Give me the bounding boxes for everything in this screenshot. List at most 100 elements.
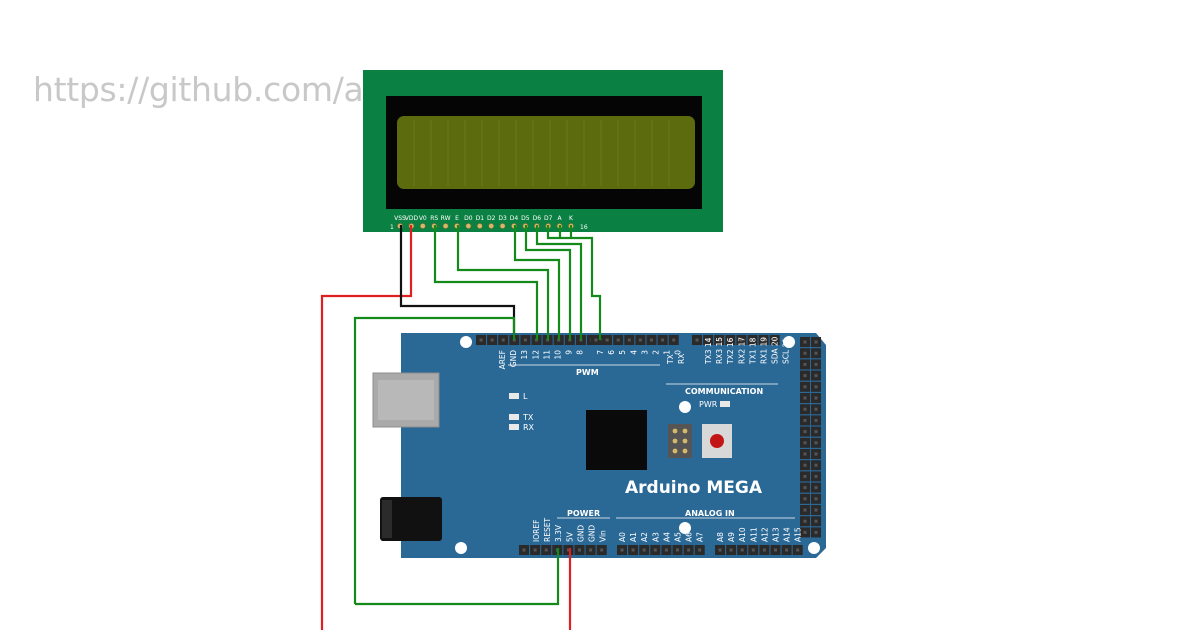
analog-pin-label: A7 bbox=[696, 532, 705, 542]
analog-pin-label: A6 bbox=[685, 532, 694, 542]
led-tx bbox=[509, 414, 519, 420]
top-pin-label: 8 bbox=[576, 350, 585, 355]
header-pin-hole bbox=[774, 548, 777, 552]
analog-pin-label: A11 bbox=[749, 527, 758, 542]
header-pin-hole bbox=[803, 463, 807, 467]
icsp-pin bbox=[672, 428, 678, 434]
usb-connector-face bbox=[378, 380, 434, 420]
led-l bbox=[509, 393, 519, 399]
lcd-pin-label: RW bbox=[441, 215, 451, 222]
analog-pin-label: A15 bbox=[794, 527, 803, 542]
header-pin-hole bbox=[803, 474, 807, 478]
header-pin-hole bbox=[814, 486, 818, 490]
comm-pin-label: SCL 21 bbox=[782, 338, 791, 364]
lcd-pin bbox=[488, 223, 495, 229]
header-pin-hole bbox=[762, 338, 766, 342]
communication-label: COMMUNICATION bbox=[685, 387, 763, 396]
header-pin-hole bbox=[803, 362, 807, 366]
lcd-screen bbox=[397, 116, 695, 189]
lcd-pin-label: RS bbox=[430, 215, 438, 222]
lcd-pin-label: D3 bbox=[498, 215, 507, 222]
comm-pin-label: RX1 19 bbox=[760, 337, 769, 364]
lcd-pin-label: D4 bbox=[510, 215, 519, 222]
lcd-pin bbox=[442, 223, 449, 229]
header-pin-hole bbox=[605, 338, 609, 342]
pin-headers bbox=[476, 335, 821, 555]
analog-pin-label: A9 bbox=[727, 532, 736, 542]
header-pin-hole bbox=[566, 548, 570, 552]
comm-pin-label: TX1 18 bbox=[748, 337, 757, 365]
header-pin-hole bbox=[676, 548, 679, 552]
lcd-pin-label: D0 bbox=[464, 215, 473, 222]
top-pin-label: 13 bbox=[520, 350, 529, 360]
top-pin-label: AREF bbox=[498, 350, 507, 369]
analog-pin-label: A2 bbox=[640, 532, 649, 542]
lcd-pin-label: V0 bbox=[419, 215, 427, 222]
header-pin-hole bbox=[751, 548, 755, 552]
header-pin-hole bbox=[814, 430, 818, 434]
header-pin-hole bbox=[814, 362, 818, 366]
lcd-pin-label: D7 bbox=[544, 215, 553, 222]
header-pin-hole bbox=[814, 530, 818, 534]
icsp-pins bbox=[672, 428, 688, 454]
pwm-label: PWM bbox=[576, 368, 599, 377]
header-pin-hole bbox=[544, 548, 548, 552]
analog-pin-label: A10 bbox=[738, 527, 747, 542]
wire-lcd-d4 bbox=[513, 225, 561, 340]
lcd-character-cells bbox=[413, 120, 670, 186]
pwr-led-label: PWR bbox=[699, 400, 718, 409]
header-pin-hole bbox=[814, 463, 818, 467]
header-pin-hole bbox=[803, 340, 807, 344]
header-pin-hole bbox=[803, 508, 807, 512]
analog-pin-label: A1 bbox=[629, 532, 638, 542]
power-label: POWER bbox=[567, 509, 600, 518]
top-pin-label: 1 bbox=[663, 350, 672, 355]
top-pin-label: 3 bbox=[640, 350, 649, 355]
mounting-hole bbox=[808, 542, 820, 554]
power-pin-label: GND bbox=[588, 525, 597, 542]
top-pin-label: 5 bbox=[618, 350, 627, 355]
header-pin-hole bbox=[785, 548, 789, 552]
lcd-pin-label: A bbox=[558, 215, 563, 222]
mounting-hole bbox=[679, 401, 691, 413]
mounting-hole bbox=[783, 336, 795, 348]
header-pin-hole bbox=[631, 548, 635, 552]
wire-gnd-loop bbox=[353, 316, 516, 604]
header-pin-hole bbox=[803, 452, 807, 456]
lcd-pin-label: K bbox=[569, 215, 574, 222]
top-pin-label: 2 bbox=[652, 350, 661, 355]
lcd-pin bbox=[465, 223, 472, 229]
header-pin-hole bbox=[620, 548, 624, 552]
power-jack bbox=[380, 497, 442, 541]
header-pin-hole bbox=[803, 407, 807, 411]
lcd-pin-label: D6 bbox=[533, 215, 542, 222]
header-pin-hole bbox=[803, 351, 807, 355]
header-pin-hole bbox=[762, 548, 766, 552]
analog-pin-label: A13 bbox=[772, 527, 781, 542]
icsp-pin bbox=[682, 448, 688, 454]
header-pin-hole bbox=[695, 338, 699, 342]
comm-pin-label: SDA 20 bbox=[771, 336, 780, 364]
wire-lcd-d6 bbox=[535, 225, 583, 340]
header-pin-hole bbox=[814, 452, 818, 456]
header-pin-hole bbox=[718, 548, 722, 552]
lcd-pin-label: VDD bbox=[405, 215, 419, 222]
top-pin-label: 6 bbox=[607, 350, 616, 355]
mounting-hole bbox=[455, 542, 467, 554]
top-pin-label: 11 bbox=[542, 350, 551, 360]
power-pin-label: 3.3V bbox=[554, 524, 563, 542]
header-pin-hole bbox=[627, 338, 631, 342]
mounting-hole bbox=[679, 522, 691, 534]
lcd-pin-label: D2 bbox=[487, 215, 496, 222]
lcd-pin-first-number: 1 bbox=[390, 224, 394, 231]
header-pin-hole bbox=[706, 338, 710, 342]
header-pin-hole bbox=[796, 548, 800, 552]
header-pin-hole bbox=[594, 338, 598, 342]
analog-pin-label: A4 bbox=[662, 532, 671, 542]
led-rx-label: RX bbox=[523, 423, 535, 432]
power-pin-label: Vin bbox=[599, 530, 608, 542]
arduino-mega-board: L TX RX PWR Arduino MEGA PWM COMMUNICATI… bbox=[372, 333, 826, 558]
